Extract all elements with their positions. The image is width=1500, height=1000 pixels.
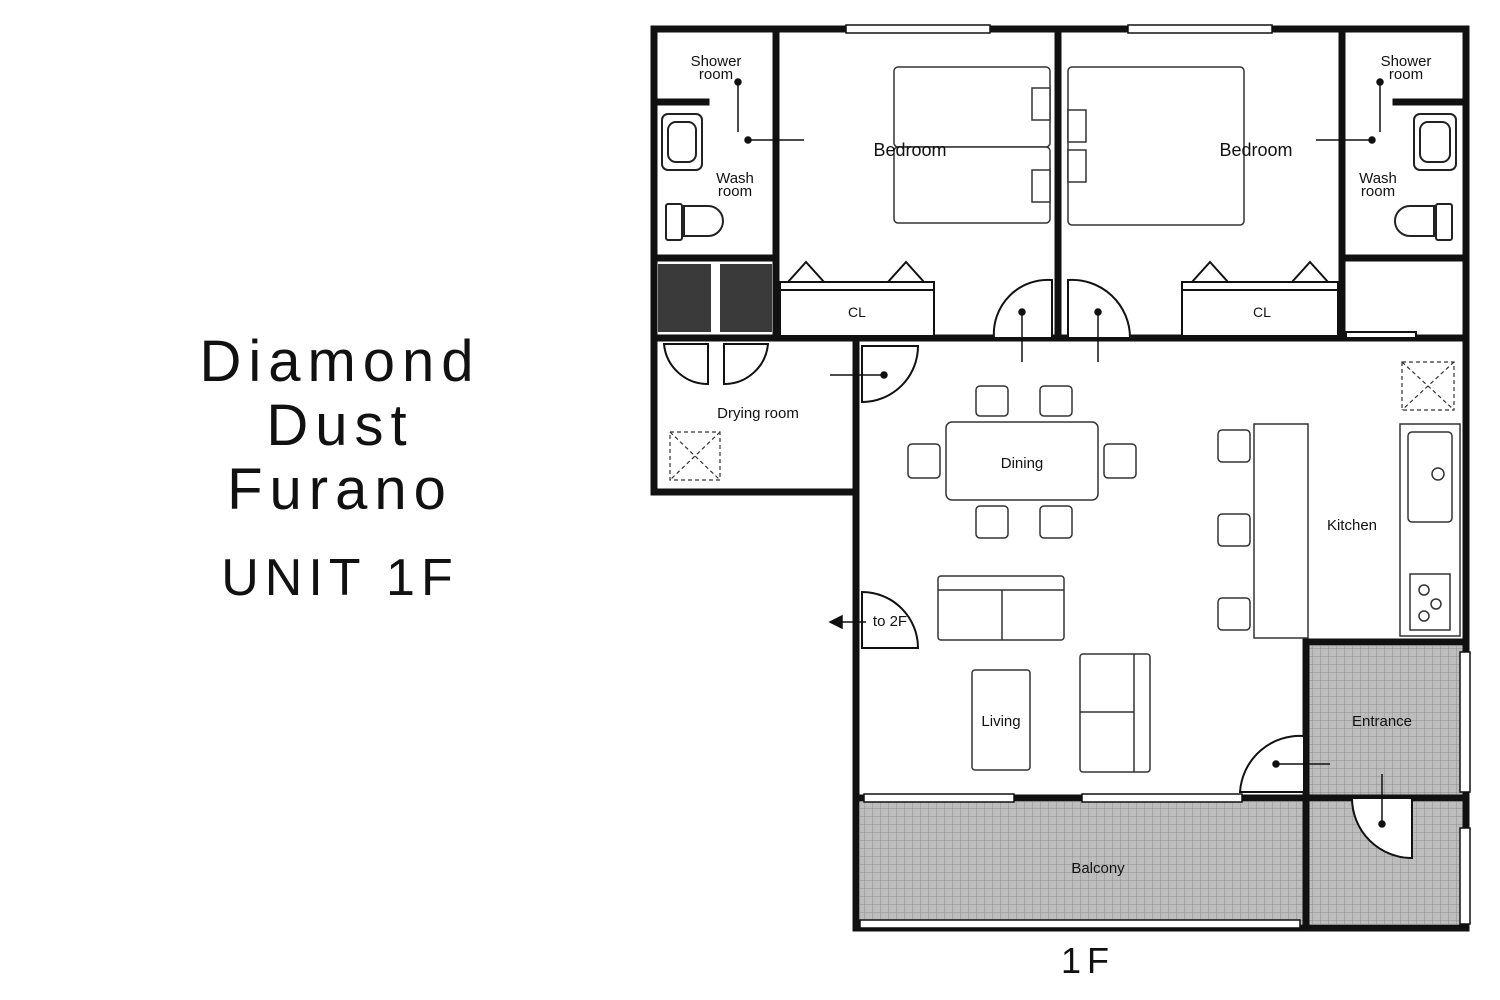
living-label: Living — [981, 713, 1020, 730]
beds — [893, 66, 1245, 226]
dining-set — [907, 385, 1137, 539]
wash-room-left-label-1: Wash — [716, 170, 754, 187]
windows — [845, 24, 1471, 929]
closets — [779, 260, 1417, 339]
storage-block-right — [720, 264, 772, 332]
shower-room-right-label-2: room — [1389, 66, 1423, 83]
storage-block-left — [658, 264, 711, 332]
stairs-label: to 2F — [873, 613, 907, 630]
closet-right-label: CL — [1253, 304, 1271, 320]
dining-label: Dining — [1001, 455, 1044, 472]
entrance-label: Entrance — [1352, 713, 1412, 730]
balcony-label: Balcony — [1071, 860, 1125, 877]
wash-room-right-label-2: room — [1361, 183, 1395, 200]
entrance-floor — [1306, 646, 1464, 796]
wash-room-right-label-1: Wash — [1359, 170, 1397, 187]
shower-room-right-label-1: Shower — [1381, 53, 1432, 70]
title-line-3: Furano — [227, 457, 453, 522]
title-line-1: Diamond — [199, 329, 481, 394]
bedroom-right-label: Bedroom — [1219, 140, 1292, 160]
kitchen-fixtures — [1217, 423, 1461, 639]
switch-markers — [734, 78, 1386, 828]
vents — [669, 361, 1455, 481]
wash-room-left-label-2: room — [718, 183, 752, 200]
shower-room-left-label-2: room — [699, 66, 733, 83]
drying-room-label: Drying room — [717, 405, 799, 422]
unit-label: UNIT 1F — [221, 549, 459, 607]
bathroom-fixtures — [661, 113, 1457, 241]
kitchen-label: Kitchen — [1327, 517, 1377, 534]
title-block: Diamond Dust Furano UNIT 1F — [140, 330, 540, 608]
floor-label: 1F — [1061, 940, 1115, 981]
title-line-2: Dust — [266, 393, 414, 458]
bedroom-left-label: Bedroom — [873, 140, 946, 160]
shower-room-left-label-1: Shower — [691, 53, 742, 70]
closet-left-label: CL — [848, 304, 866, 320]
living-furniture — [937, 575, 1151, 773]
